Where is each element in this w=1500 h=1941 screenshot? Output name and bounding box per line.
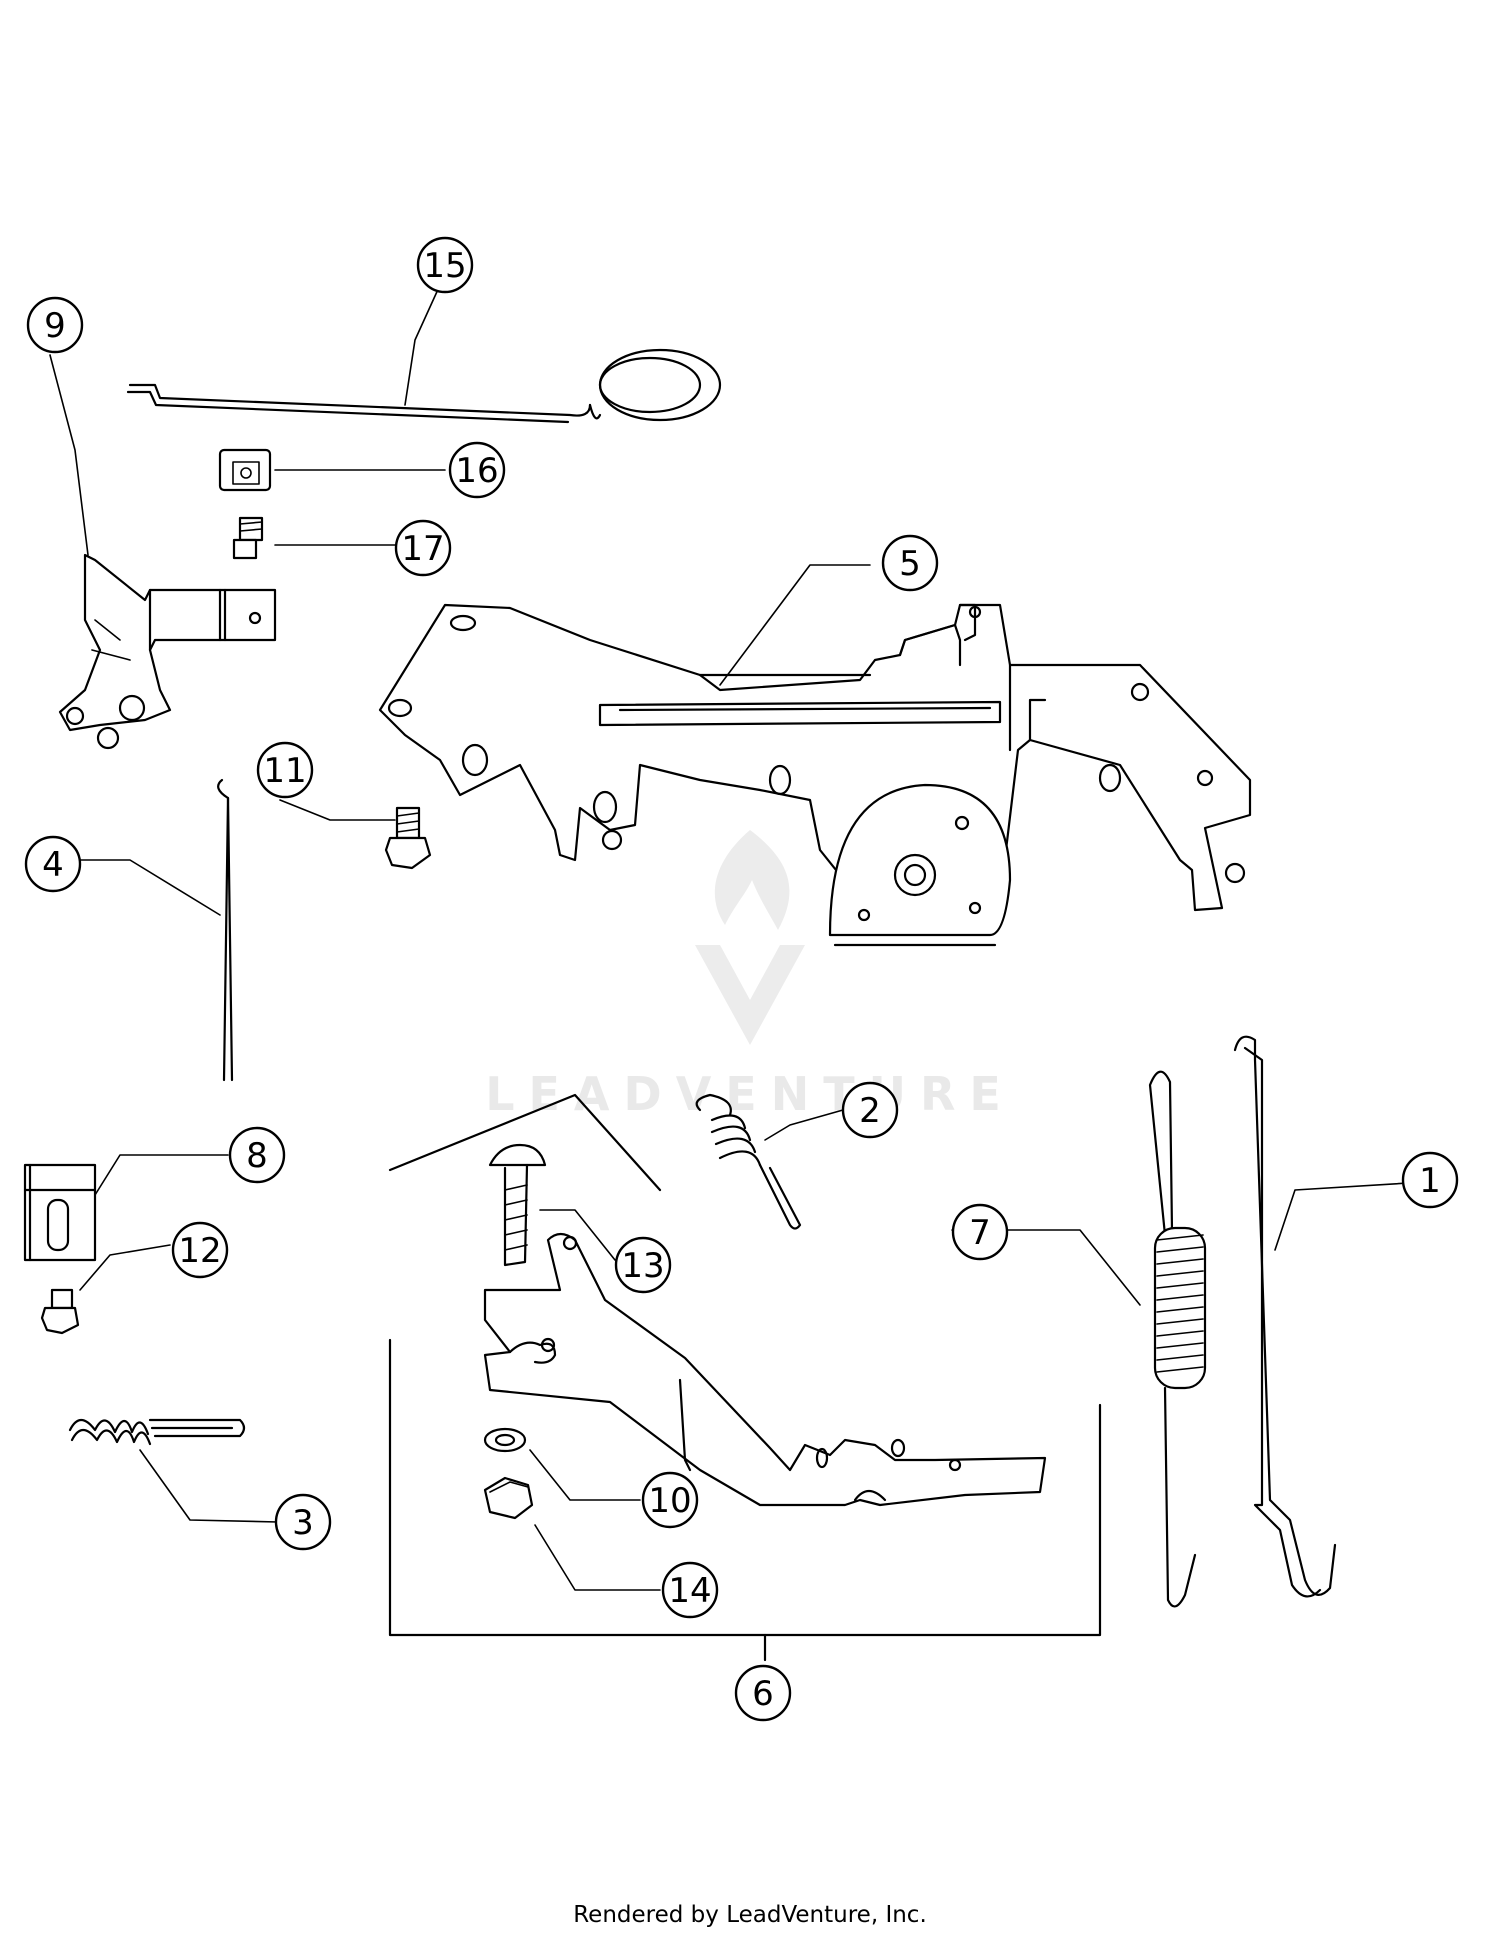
callout-label: 3 [292, 1503, 314, 1543]
callout-label: 7 [969, 1213, 991, 1253]
callout-label: 9 [44, 306, 66, 346]
callout-label: 4 [42, 845, 64, 885]
footer-credit: Rendered by LeadVenture, Inc. [573, 1902, 927, 1928]
callout-3: 3 [274, 1493, 332, 1551]
callout-15: 15 [416, 236, 474, 294]
part-4-rod [217, 778, 234, 1082]
callout-label: 5 [899, 544, 921, 584]
callout-8: 8 [228, 1126, 286, 1184]
callout-9: 9 [26, 296, 84, 354]
callout-label: 10 [648, 1481, 691, 1521]
watermark: LEADVENTURE [485, 830, 1015, 1121]
callout-6: 6 [734, 1664, 792, 1722]
callout-4: 4 [24, 835, 82, 893]
watermark-flame-icon [714, 830, 790, 930]
leader-lines [49, 284, 1426, 1591]
part-8-plate [23, 1163, 97, 1262]
callout-label: 2 [859, 1091, 881, 1131]
callout-14: 14 [661, 1561, 719, 1619]
callout-label: 14 [668, 1571, 711, 1611]
callout-label: 13 [621, 1246, 664, 1286]
part-7-extension-spring [1148, 1070, 1207, 1608]
watermark-text: LEADVENTURE [485, 1067, 1015, 1121]
part-1-hook-rod [1233, 1035, 1337, 1598]
part-15-spring-rod [126, 348, 722, 424]
part-3-spring [68, 1418, 246, 1446]
part-9-bracket [58, 553, 277, 750]
part-6-lever-assembly [388, 1093, 1102, 1662]
callout-label: 16 [455, 451, 498, 491]
callout-label: 17 [401, 529, 444, 569]
callout-1: 1 [1401, 1151, 1459, 1209]
callout-label: 11 [263, 751, 306, 791]
callout-11: 11 [256, 741, 314, 799]
callout-label: 12 [178, 1231, 221, 1271]
callout-7: 7 [951, 1203, 1009, 1261]
part-16-clip [218, 448, 272, 492]
callout-label: 1 [1419, 1161, 1441, 1201]
callout-label: 15 [423, 246, 466, 286]
callout-2: 2 [841, 1081, 899, 1139]
part-12-screw [40, 1288, 80, 1335]
callout-12: 12 [171, 1221, 229, 1279]
callout-label: 6 [752, 1674, 774, 1714]
part-5-main-bracket [378, 603, 1252, 947]
part-2-spring [695, 1093, 802, 1230]
callout-17: 17 [394, 519, 452, 577]
part-11-screw [384, 806, 432, 870]
watermark-v-icon [695, 945, 805, 1045]
callout-13: 13 [614, 1236, 672, 1294]
part-17-screw [232, 516, 264, 560]
callout-10: 10 [641, 1471, 699, 1529]
callout-16: 16 [448, 441, 506, 499]
callout-label: 8 [246, 1136, 268, 1176]
part-10-washer [483, 1427, 527, 1453]
part-13-bolt [488, 1143, 547, 1267]
part-14-nut [483, 1476, 534, 1520]
callout-5: 5 [881, 534, 939, 592]
